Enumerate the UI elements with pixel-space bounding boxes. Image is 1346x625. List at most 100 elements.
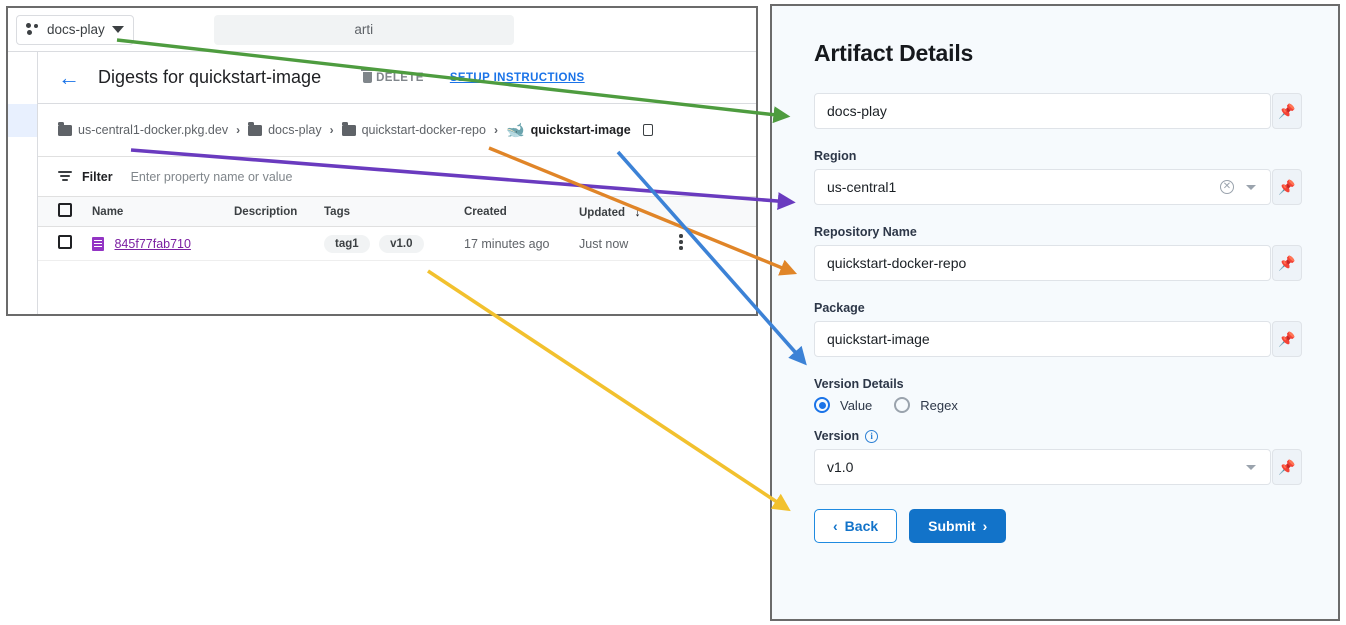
row-tags-cell: tag1 v1.0 [324, 226, 464, 261]
version-label: Version [814, 429, 860, 443]
project-name-label: docs-play [47, 22, 105, 37]
region-label: Region [814, 149, 857, 163]
field-package-row: quickstart-image 📌 [814, 321, 1302, 357]
breadcrumb-item-2[interactable]: quickstart-docker-repo [341, 121, 486, 137]
select-all-checkbox[interactable] [58, 203, 72, 217]
digest-icon [92, 236, 104, 251]
version-details-label: Version Details [814, 377, 904, 391]
table-row[interactable]: 845f77fab710 tag1 v1.0 17 minutes ago Ju… [38, 226, 756, 261]
region-input[interactable]: us-central1 ✕ [814, 169, 1271, 205]
folder-icon [248, 121, 263, 136]
project-input-value: docs-play [827, 103, 887, 119]
breadcrumb-separator-2: › [493, 123, 498, 137]
field-repository-name-row: quickstart-docker-repo 📌 [814, 245, 1302, 281]
artifact-details-panel: Artifact Details docs-play 📌 Region us-c… [770, 4, 1340, 621]
breadcrumb-separator-1: › [329, 123, 334, 137]
field-region: Region us-central1 ✕ 📌 [814, 149, 1302, 205]
radio-regex[interactable] [894, 397, 911, 413]
project-dots-icon [26, 23, 40, 36]
header-actions: DELETE SETUP INSTRUCTIONS [361, 69, 585, 84]
breadcrumb-label-3: quickstart-image [530, 123, 631, 137]
breadcrumb-label-0: us-central1-docker.pkg.dev [78, 123, 229, 137]
breadcrumb-label-1: docs-play [268, 123, 322, 137]
pin-icon[interactable]: 📌 [1272, 93, 1302, 129]
table-header-row: Name Description Tags Created Updated ↓ [38, 196, 756, 227]
project-selector[interactable]: docs-play [16, 14, 134, 45]
form-buttons: ‹ Back Submit › [814, 509, 1302, 543]
package-input[interactable]: quickstart-image [814, 321, 1271, 357]
chevron-down-icon[interactable] [1246, 464, 1256, 470]
version-label-row: Version i [814, 429, 1302, 443]
row-description-cell [234, 226, 324, 261]
breadcrumb: us-central1-docker.pkg.dev › docs-play ›… [38, 104, 756, 156]
version-input[interactable]: v1.0 [814, 449, 1271, 485]
breadcrumb-item-1[interactable]: docs-play [248, 121, 322, 137]
back-button[interactable]: ‹ Back [814, 509, 898, 543]
row-name-cell: 845f77fab710 [92, 226, 234, 261]
folder-icon [341, 121, 356, 136]
clear-icon[interactable]: ✕ [1220, 180, 1234, 194]
left-nav-selected-item[interactable] [8, 104, 37, 137]
package-input-value: quickstart-image [827, 331, 930, 347]
digest-link[interactable]: 845f77fab710 [114, 236, 191, 251]
submit-chevron-icon: › [982, 518, 988, 534]
column-header-updated-label: Updated [579, 207, 625, 219]
repository-name-input-value: quickstart-docker-repo [827, 255, 967, 271]
version-input-value: v1.0 [827, 459, 854, 475]
back-chevron-icon: ‹ [833, 518, 838, 534]
select-all-header [38, 196, 92, 227]
repository-name-input[interactable]: quickstart-docker-repo [814, 245, 1271, 281]
filter-bar: Filter Enter property name or value [38, 156, 756, 196]
tag-chip[interactable]: tag1 [324, 234, 370, 253]
page-title: Artifact Details [814, 40, 974, 66]
submit-button[interactable]: Submit › [909, 509, 1007, 543]
column-header-actions [679, 196, 756, 227]
info-icon[interactable]: i [865, 429, 879, 443]
delete-button[interactable]: DELETE [361, 69, 424, 84]
left-nav-rail[interactable] [8, 52, 38, 314]
digests-table: Name Description Tags Created Updated ↓ [38, 196, 756, 261]
page-title: Digests for quickstart-image [98, 67, 322, 87]
arrow-down-icon: ↓ [634, 204, 641, 219]
radio-regex-label[interactable]: Regex [920, 397, 958, 413]
filter-label: Filter [82, 169, 113, 184]
search-input[interactable]: arti [213, 14, 514, 45]
chevron-down-icon[interactable] [1246, 184, 1256, 190]
console-topbar: docs-play arti [8, 8, 756, 52]
row-actions-cell [679, 226, 756, 261]
delete-button-label: DELETE [376, 71, 424, 84]
docker-whale-icon: 🐋 [505, 121, 525, 139]
radio-value-label[interactable]: Value [840, 397, 873, 413]
field-region-row: us-central1 ✕ 📌 [814, 169, 1302, 205]
region-input-value: us-central1 [827, 179, 897, 195]
filter-input[interactable]: Enter property name or value [130, 169, 293, 184]
column-header-description[interactable]: Description [234, 196, 324, 227]
folder-icon [58, 121, 72, 136]
radio-value[interactable] [814, 397, 830, 413]
more-options-icon[interactable] [679, 234, 683, 250]
field-project-row: docs-play 📌 [814, 93, 1302, 129]
back-arrow-icon[interactable]: ← [58, 64, 80, 90]
pin-icon[interactable]: 📌 [1272, 321, 1302, 357]
column-header-created[interactable]: Created [464, 196, 579, 227]
breadcrumb-label-2: quickstart-docker-repo [361, 123, 486, 137]
tag-chip[interactable]: v1.0 [379, 234, 424, 253]
filter-icon[interactable] [58, 171, 72, 182]
field-repository-name: Repository Name quickstart-docker-repo 📌 [814, 225, 1302, 281]
pin-icon[interactable]: 📌 [1272, 449, 1302, 485]
column-header-updated[interactable]: Updated ↓ [579, 196, 679, 227]
pin-icon[interactable]: 📌 [1272, 245, 1302, 281]
pin-icon[interactable]: 📌 [1272, 169, 1302, 205]
column-header-name[interactable]: Name [92, 196, 234, 227]
breadcrumb-separator-0: › [236, 123, 241, 137]
breadcrumb-item-3[interactable]: 🐋 quickstart-image [506, 123, 631, 138]
copy-icon[interactable] [639, 122, 653, 136]
row-checkbox[interactable] [58, 235, 72, 249]
page-header: ← Digests for quickstart-image DELETE SE… [38, 52, 756, 104]
column-header-tags[interactable]: Tags [324, 196, 464, 227]
breadcrumb-item-0[interactable]: us-central1-docker.pkg.dev [58, 121, 229, 137]
setup-instructions-link[interactable]: SETUP INSTRUCTIONS [449, 71, 585, 84]
project-input[interactable]: docs-play [814, 93, 1271, 129]
version-details-group: Version Details Value Regex [814, 377, 1302, 413]
field-version-row: v1.0 📌 [814, 449, 1302, 485]
